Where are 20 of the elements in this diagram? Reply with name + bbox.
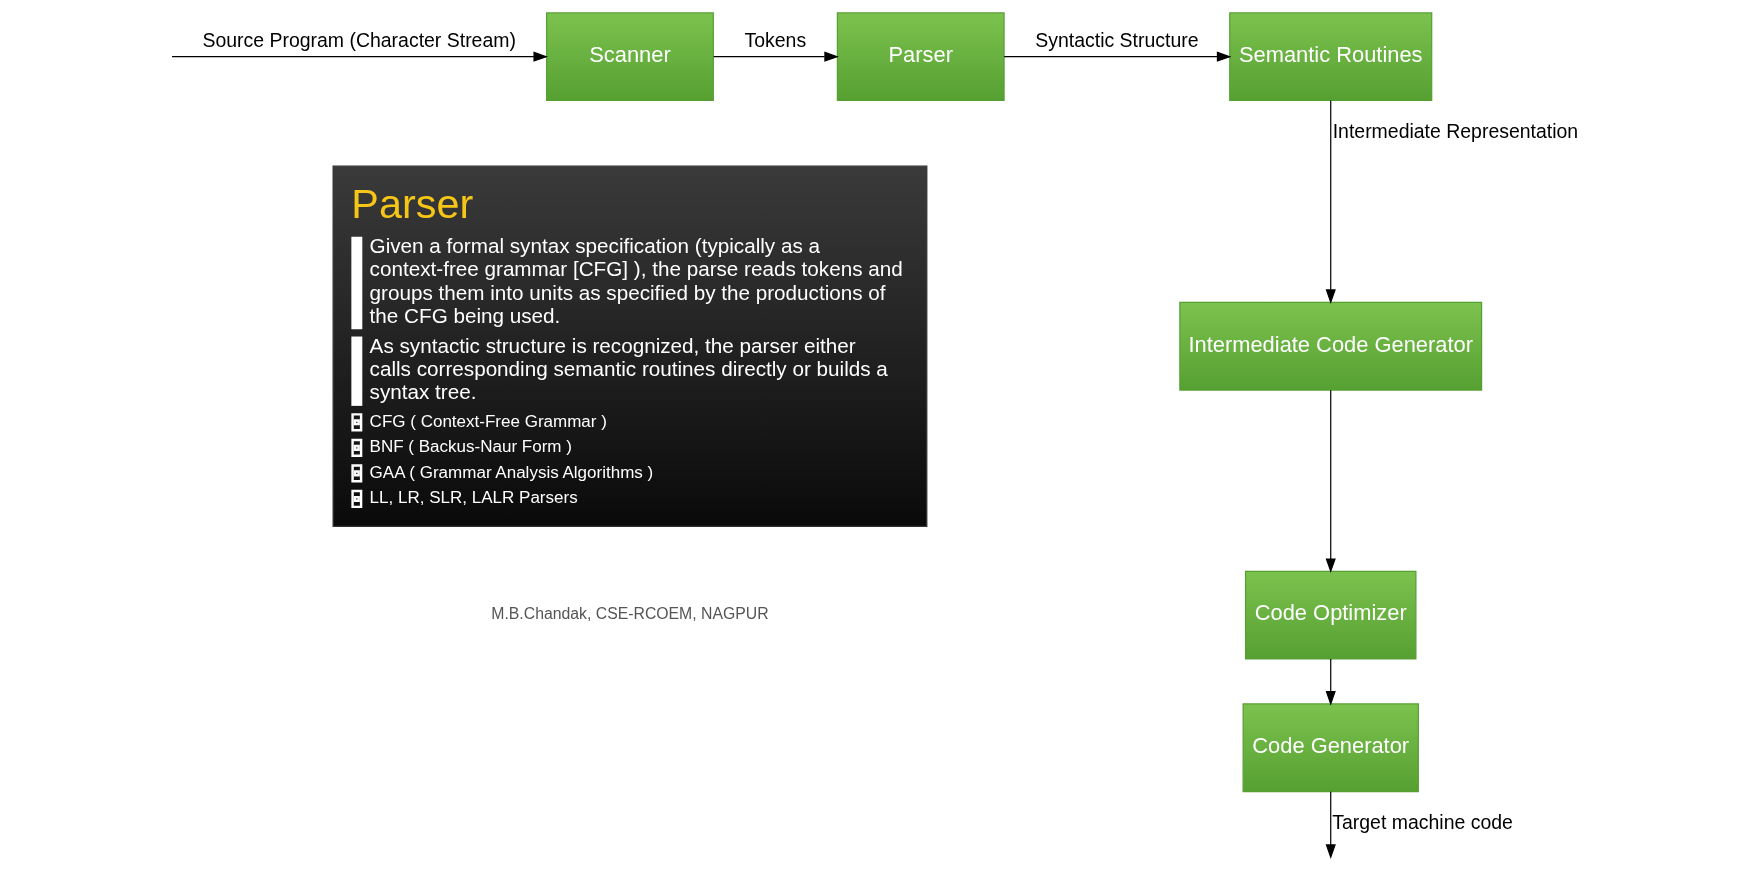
node-box: Code Generator: [1242, 703, 1419, 793]
node-box: Code Optimizer: [1244, 570, 1416, 660]
arrow: [1325, 100, 1336, 304]
arrow: [712, 51, 839, 62]
arrow: [170, 51, 548, 62]
edge-label: Target machine code: [1331, 811, 1513, 833]
node-box: Parser: [836, 12, 1005, 102]
edge-label: Syntactic Structure: [1034, 28, 1199, 51]
arrow: [1325, 389, 1336, 574]
node-box: Parser Given a formal syntax specification (typically as a context-free grammar [CFG] ), the parse reads tokens and groups them into units as specified by the productions of the CFG being used. As syntactic structure is recognized, the parser either calls corresponding semantic routines directly or builds a syntax tree. CFG ( Context-Free Grammar ) BNF ( Backus-Naur Form ) GAA ( Grammar Analysis Algorithms ) LL, LR, SLR, LALR Parsers: [332, 165, 927, 527]
label: M.B.Chandak, CSE-RCOEM, NAGPUR: [490, 605, 769, 623]
node-box: Scanner: [545, 12, 714, 102]
node-box: Intermediate Code Generator: [1178, 301, 1482, 391]
arrow: [1325, 791, 1336, 859]
arrow: [1325, 658, 1336, 706]
edge-label: Source Program (Character Stream): [201, 28, 516, 51]
node-box: Semantic Routines: [1228, 12, 1432, 102]
edge-label: Tokens: [744, 28, 806, 51]
edge-label: Intermediate Representation: [1332, 119, 1578, 142]
arrow: [1003, 51, 1231, 62]
